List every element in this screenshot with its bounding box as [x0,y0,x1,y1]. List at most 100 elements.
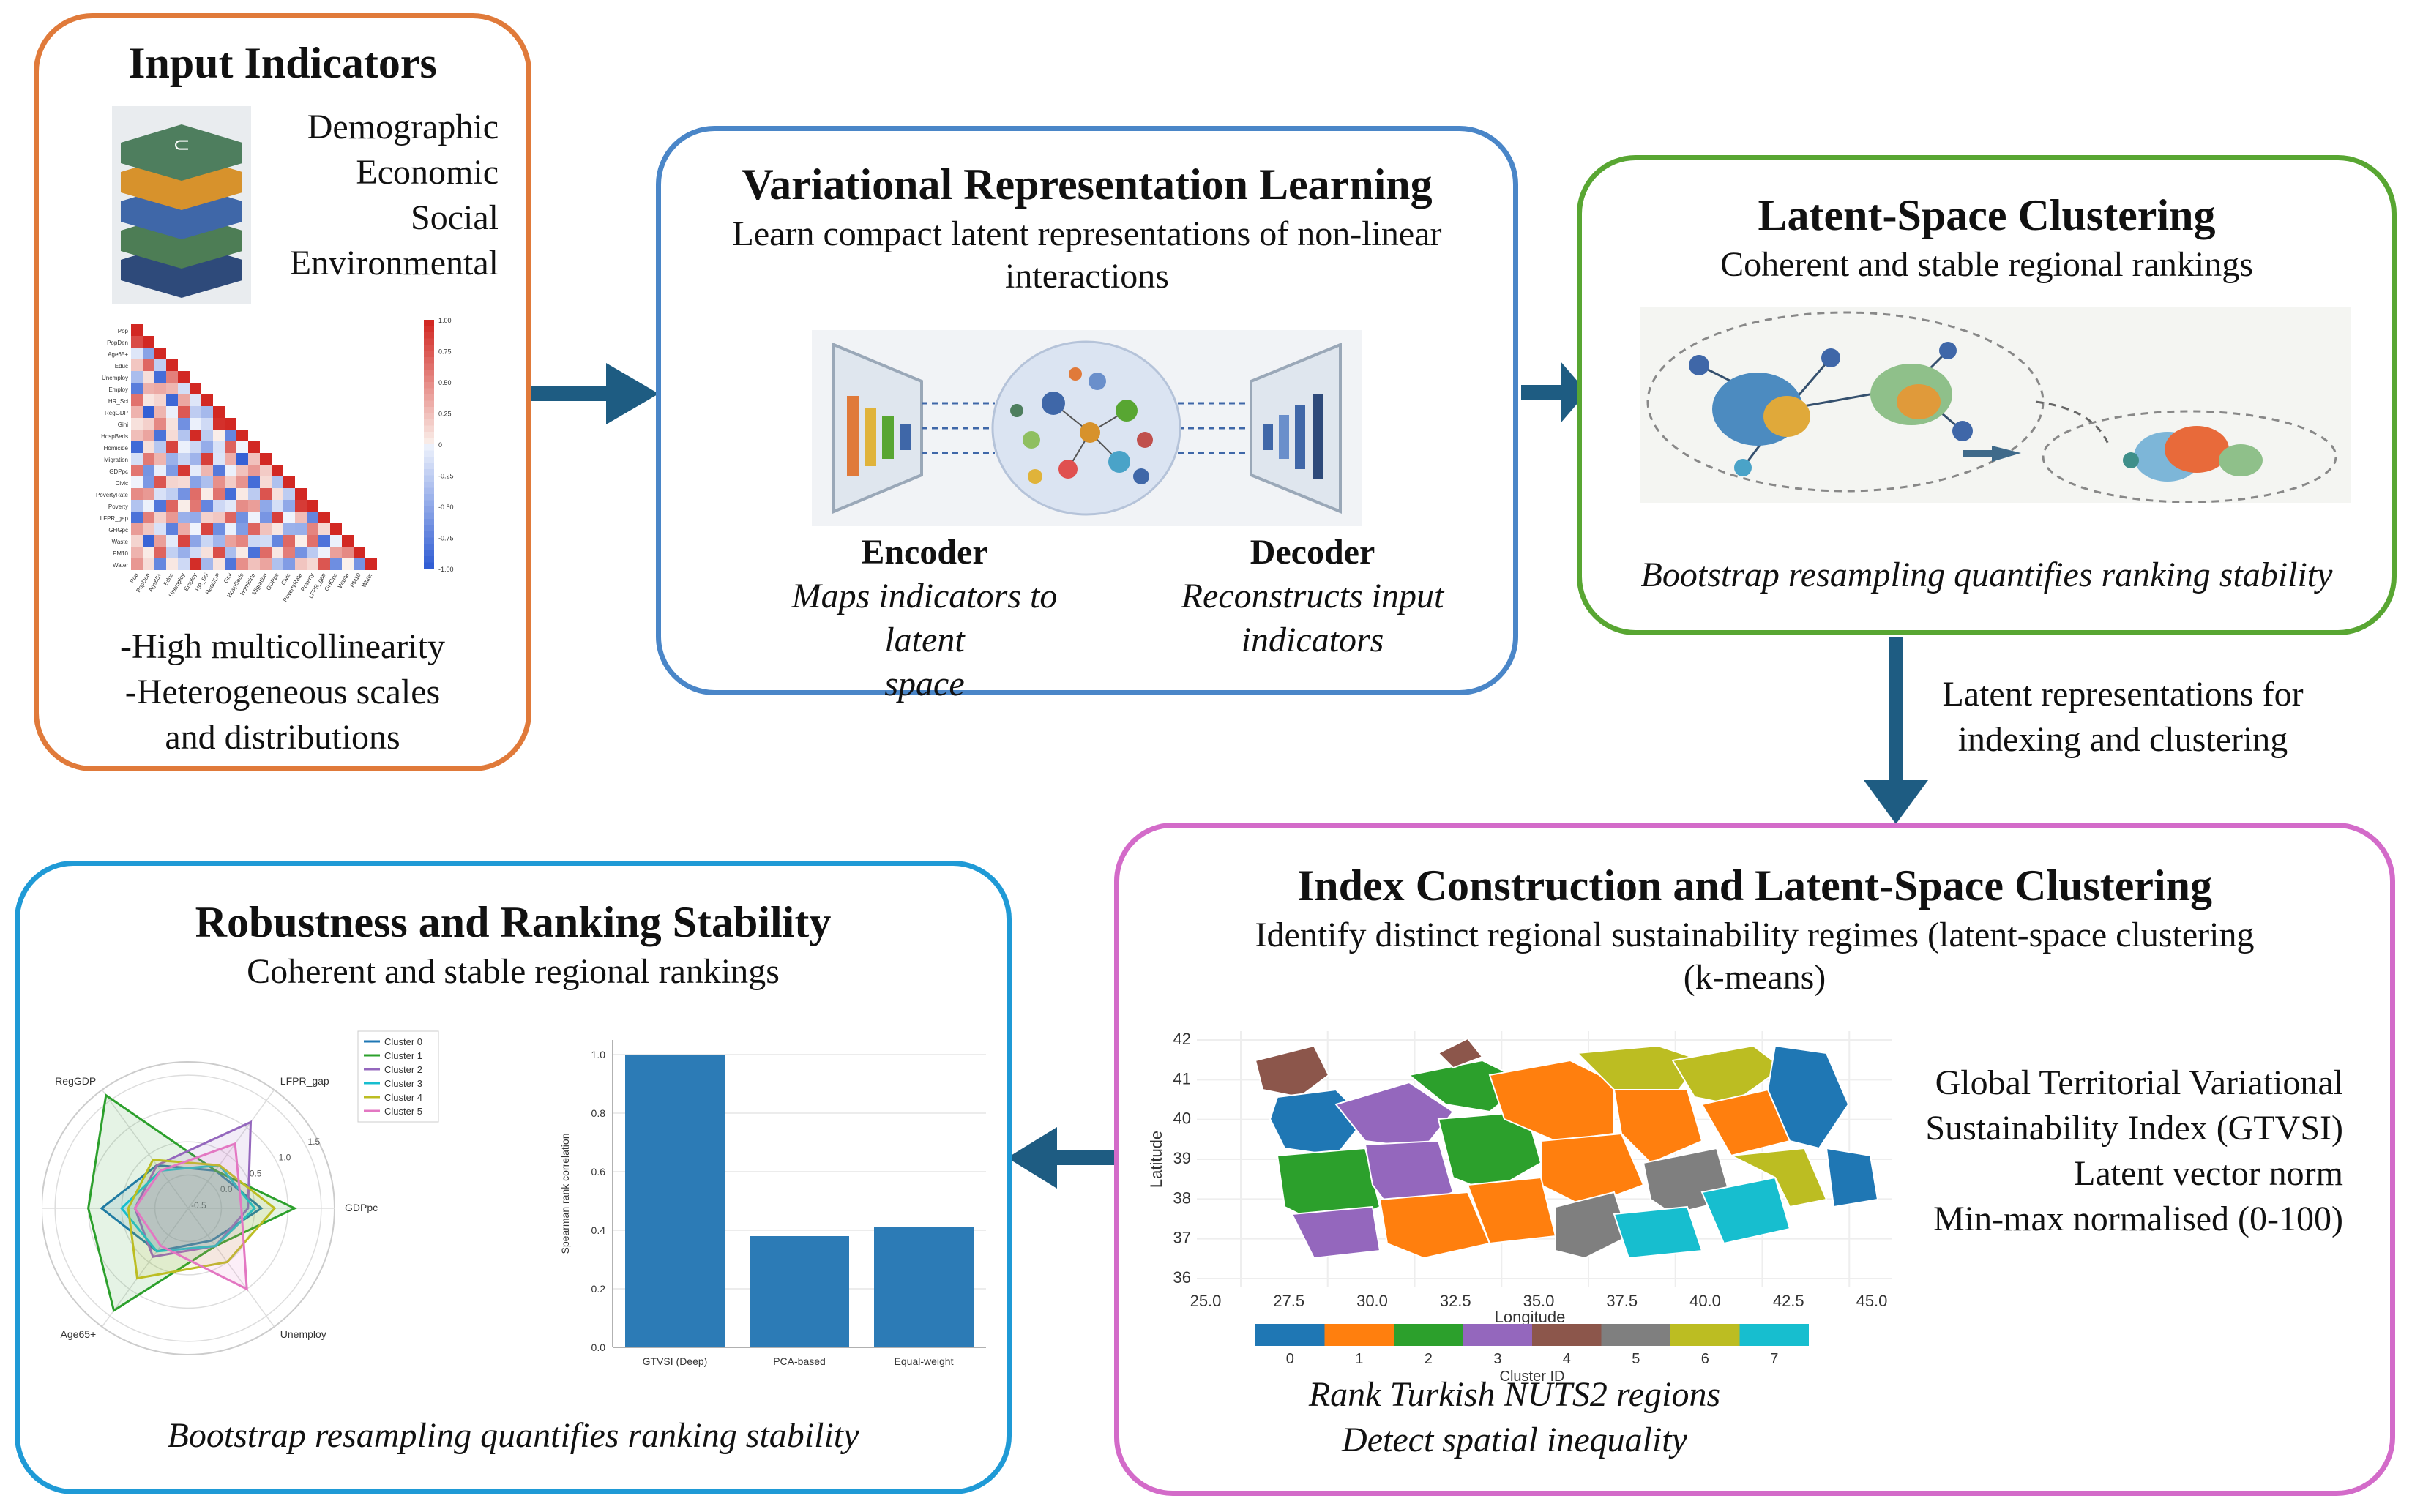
heatmap-cell [131,348,143,359]
heatmap-cell [272,523,283,535]
index-title: Index Construction and Latent-Space Clus… [1296,861,2213,910]
map-colorbar-swatch [1394,1324,1463,1346]
heatmap-cell [307,500,318,512]
radar-axis-line [101,1208,189,1328]
heatmap-row-label: HR_Sci [108,398,128,405]
heatmap-cell [143,476,154,488]
heatmap-cell [143,441,154,453]
heatmap-cell [166,547,178,558]
heatmap-cell [143,394,154,406]
heatmap-cell [236,500,248,512]
heatmap-cell [131,394,143,406]
heatmap-colorbar-segment [424,400,434,408]
heatmap-colorbar-segment [424,320,434,327]
map-colorbar-tick: 6 [1701,1351,1709,1367]
heatmap-colorbar-segment [424,351,434,358]
map-colorbar-label: Cluster ID [1500,1369,1565,1385]
heatmap-colorbar-segment [424,494,434,501]
heatmap-cell [166,406,178,418]
arrow-input-to-vrl [529,363,659,424]
heatmap-cell [154,430,166,441]
vrl-subtitle-line2: interactions [1005,257,1169,296]
heatmap-cell [248,535,260,547]
index-footer-line1: Rank Turkish NUTS2 regions [1308,1375,1721,1414]
heatmap-cell [213,476,225,488]
map-ytick: 36 [1173,1268,1191,1287]
note-heterogeneous-scales: -Heterogeneous scales [124,673,441,711]
radar-radial-tick: 0.5 [250,1168,262,1178]
heatmap-cell [236,476,248,488]
heatmap-cell [295,512,307,523]
heatmap-cell [190,523,201,535]
heatmap-cell [131,336,143,348]
gtvsi-line2: Sustainability Index (GTVSI) [1925,1109,2343,1148]
heatmap-cell [213,418,225,430]
heatmap-cell [236,512,248,523]
heatmap-cell [154,441,166,453]
heatmap-cell [201,500,213,512]
heatmap-colorbar-segment [424,438,434,445]
heatmap-cell [143,500,154,512]
map-ytick: 38 [1173,1189,1191,1207]
radar-legend-label: Cluster 3 [384,1078,422,1089]
heatmap-cell [166,371,178,383]
heatmap-colorbar-tick: -0.75 [438,535,454,542]
heatmap-cell [178,547,190,558]
heatmap-cell [283,523,295,535]
heatmap-row-label: GDPpc [109,468,128,475]
heatmap-cell [154,394,166,406]
map-colorbar-tick: 0 [1286,1351,1294,1367]
heatmap-colorbar-segment [424,444,434,452]
heatmap-cell [213,558,225,570]
map-colorbar-swatch [1739,1324,1809,1346]
heatmap-cell [213,488,225,500]
heatmap-cell [283,558,295,570]
map-colorbar-swatch [1324,1324,1394,1346]
heatmap-cell [178,476,190,488]
heatmap-cell [131,453,143,465]
heatmap-cell [154,476,166,488]
heatmap-colorbar-segment [424,407,434,414]
heatmap-cell [283,547,295,558]
heatmap-cell [154,371,166,383]
heatmap-cell [166,430,178,441]
bar-ytick: 0.4 [591,1224,606,1236]
heatmap-colorbar-segment [424,463,434,470]
radar-legend-box [357,1030,439,1123]
heatmap-cell [201,394,213,406]
heatmap-cell [131,406,143,418]
heatmap-cell [272,500,283,512]
map-xtick: 27.5 [1273,1292,1304,1310]
encoder-label: Encoder [861,533,988,572]
heatmap-cell [307,512,318,523]
encoder-desc-line1: Maps indicators to latent [791,577,1058,659]
heatmap-cell [131,430,143,441]
robustness-panel: Robustness and Ranking Stability Coheren… [15,861,1012,1494]
heatmap-cell [143,371,154,383]
heatmap-cell [260,547,272,558]
heatmap-cell [307,547,318,558]
heatmap-cell [143,488,154,500]
heatmap-cell [131,512,143,523]
heatmap-row-label: Poverty [108,504,128,510]
heatmap-cell [342,535,354,547]
heatmap-cell [260,465,272,476]
arrow-vrl-to-lsc [1521,362,1587,423]
latent-sphere [991,340,1181,516]
heatmap-colorbar-tick: 0.75 [438,348,452,356]
heatmap-cell [272,535,283,547]
heatmap-colorbar-tick: 1.00 [438,317,452,324]
heatmap-cell [166,418,178,430]
arrow-index-to-robust [1007,1127,1119,1189]
heatmap-cell [330,535,342,547]
heatmap-cell [225,453,236,465]
heatmap-cell [131,488,143,500]
radar-axis-line [187,1089,275,1209]
heatmap-cell [295,535,307,547]
heatmap-cell [143,558,154,570]
heatmap-cell [131,383,143,394]
heatmap-cell [318,558,330,570]
heatmap-cell [248,523,260,535]
